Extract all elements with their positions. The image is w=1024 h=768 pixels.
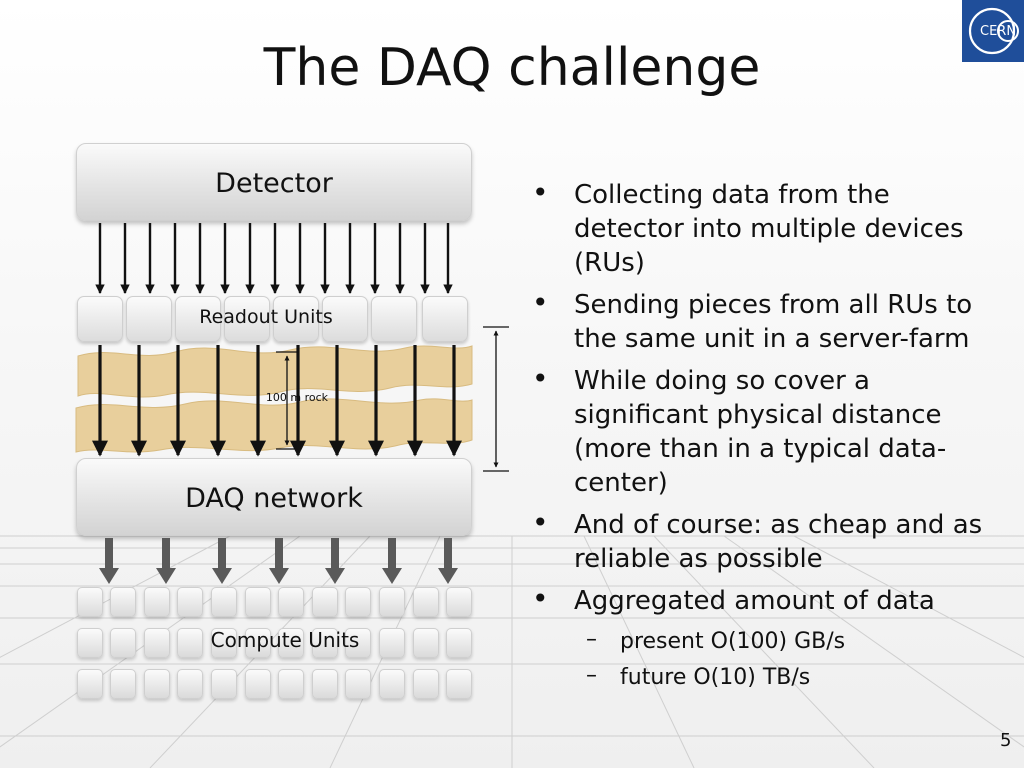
readout-units-label: Readout Units bbox=[199, 306, 333, 328]
daq-network-box bbox=[76, 458, 472, 536]
readout-unit bbox=[224, 296, 270, 342]
readout-unit bbox=[175, 296, 221, 342]
readout-unit bbox=[77, 296, 123, 342]
compute-unit bbox=[345, 587, 371, 617]
readout-unit bbox=[371, 296, 417, 342]
bullet-item: •Aggregated amount of data –present O(10… bbox=[532, 582, 1002, 696]
compute-unit bbox=[312, 628, 338, 658]
compute-unit bbox=[211, 628, 237, 658]
readout-unit bbox=[322, 296, 368, 342]
compute-unit bbox=[345, 628, 371, 658]
daq-network-label: DAQ network bbox=[185, 483, 363, 514]
compute-unit bbox=[312, 587, 338, 617]
bullet-item: •And of course: as cheap and as reliable… bbox=[532, 506, 983, 574]
compute-unit bbox=[177, 587, 203, 617]
slide-title: The DAQ challenge bbox=[263, 38, 761, 98]
compute-unit bbox=[413, 669, 439, 699]
cern-logo-text: CERN bbox=[980, 24, 1016, 39]
bullet-item: •Sending pieces from all RUs to the same… bbox=[532, 286, 973, 354]
detector-box bbox=[76, 143, 472, 221]
compute-unit bbox=[177, 628, 203, 658]
compute-unit bbox=[144, 669, 170, 699]
compute-unit bbox=[110, 587, 136, 617]
sub-bullet-item: –future O(10) TB/s bbox=[586, 663, 811, 690]
compute-unit bbox=[177, 669, 203, 699]
compute-unit bbox=[77, 628, 103, 658]
compute-unit bbox=[446, 587, 472, 617]
compute-unit bbox=[77, 669, 103, 699]
compute-unit bbox=[245, 587, 271, 617]
compute-unit bbox=[446, 669, 472, 699]
compute-unit bbox=[144, 587, 170, 617]
readout-unit bbox=[273, 296, 319, 342]
compute-unit bbox=[245, 669, 271, 699]
compute-unit bbox=[379, 628, 405, 658]
compute-unit bbox=[379, 587, 405, 617]
page-number: 5 bbox=[1000, 730, 1012, 751]
bullet-text: While doing so cover a significant physi… bbox=[574, 366, 947, 498]
compute-unit bbox=[345, 669, 371, 699]
compute-unit bbox=[278, 587, 304, 617]
bullet-text: Collecting data from the detector into m… bbox=[574, 180, 964, 278]
compute-unit bbox=[278, 628, 304, 658]
compute-unit bbox=[110, 628, 136, 658]
compute-unit bbox=[413, 587, 439, 617]
compute-unit bbox=[77, 587, 103, 617]
compute-unit bbox=[245, 628, 271, 658]
detector-label: Detector bbox=[215, 168, 333, 199]
compute-unit bbox=[211, 669, 237, 699]
compute-unit bbox=[312, 669, 338, 699]
readout-unit bbox=[126, 296, 172, 342]
compute-unit bbox=[379, 669, 405, 699]
compute-unit bbox=[144, 628, 170, 658]
compute-unit bbox=[110, 669, 136, 699]
compute-unit bbox=[278, 669, 304, 699]
compute-units-label: Compute Units bbox=[210, 628, 360, 652]
bullet-item: •Collecting data from the detector into … bbox=[532, 176, 964, 278]
sub-bullet-text: future O(10) TB/s bbox=[620, 665, 811, 690]
compute-unit bbox=[446, 628, 472, 658]
compute-unit bbox=[413, 628, 439, 658]
rock-label: 100 m rock bbox=[265, 391, 329, 404]
cern-logo: CERN bbox=[962, 0, 1024, 62]
bullet-text: Sending pieces from all RUs to the same … bbox=[574, 290, 973, 354]
compute-unit bbox=[211, 587, 237, 617]
sub-bullet-item: –present O(100) GB/s bbox=[586, 627, 846, 654]
bullet-list: •Collecting data from the detector into … bbox=[532, 176, 1002, 704]
readout-unit bbox=[422, 296, 468, 342]
bullet-text: Aggregated amount of data bbox=[574, 586, 935, 616]
bullet-item: •While doing so cover a significant phys… bbox=[532, 362, 947, 498]
sub-bullet-list: –present O(100) GB/s –future O(10) TB/s bbox=[574, 624, 1002, 696]
sub-bullet-text: present O(100) GB/s bbox=[620, 629, 846, 654]
bullet-text: And of course: as cheap and as reliable … bbox=[574, 510, 983, 574]
